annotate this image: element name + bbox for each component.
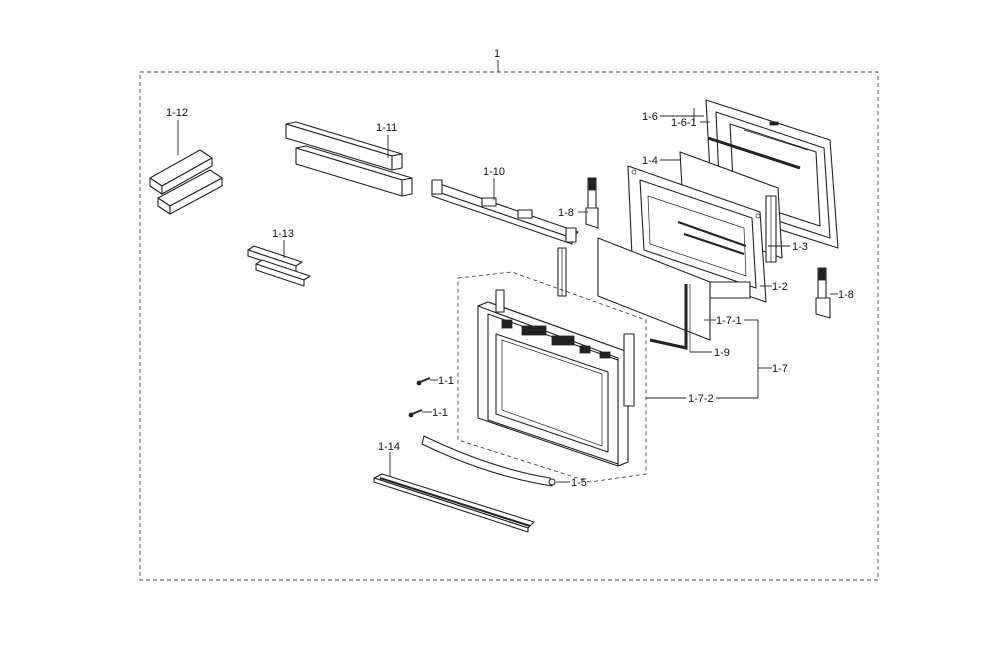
label-door-outer: 1-7	[772, 363, 788, 375]
label-side-trim: 1-9	[714, 347, 730, 359]
label-gasket: 1-5	[571, 477, 587, 489]
part-bottom-trim	[373, 473, 535, 533]
label-foam-small: 1-13	[272, 228, 294, 240]
label-foam-long: 1-11	[376, 122, 397, 134]
part-glass-panel	[597, 237, 711, 341]
label-middle-glass: 1-4	[642, 155, 658, 167]
label-door-outer-sub2: 1-7-2	[688, 393, 714, 405]
label-foam-blocks: 1-12	[166, 107, 188, 119]
part-foam-small	[247, 245, 311, 287]
part-top-trim	[431, 179, 579, 245]
label-outer-frame-sub: 1-6-1	[671, 117, 697, 129]
label-inner-panel: 1-2	[772, 281, 788, 293]
part-hinge-right	[815, 267, 831, 319]
part-screw-a	[416, 377, 431, 386]
label-assembly: 1	[494, 48, 500, 60]
part-inner-glass	[765, 195, 777, 263]
label-bottom-trim: 1-14	[378, 441, 400, 453]
label-screw-a: 1-1	[438, 375, 454, 387]
label-hinge-left: 1-8	[558, 207, 574, 219]
label-inner-glass: 1-3	[792, 241, 808, 253]
part-foam-long	[285, 121, 413, 197]
label-door-outer-sub1: 1-7-1	[716, 315, 742, 327]
door-outer-outline	[457, 271, 647, 483]
part-door-outer	[477, 289, 635, 467]
label-screw-b: 1-1	[432, 407, 448, 419]
part-vertical-strip	[557, 247, 567, 297]
label-top-trim: 1-10	[483, 166, 505, 178]
part-screw-b	[408, 409, 423, 418]
part-hinge-left	[585, 177, 599, 229]
part-side-trim	[649, 284, 691, 352]
label-hinge-right: 1-8	[838, 289, 854, 301]
label-outer-frame: 1-6	[642, 111, 658, 123]
part-gasket	[421, 435, 556, 487]
part-foam-blocks	[149, 149, 223, 215]
